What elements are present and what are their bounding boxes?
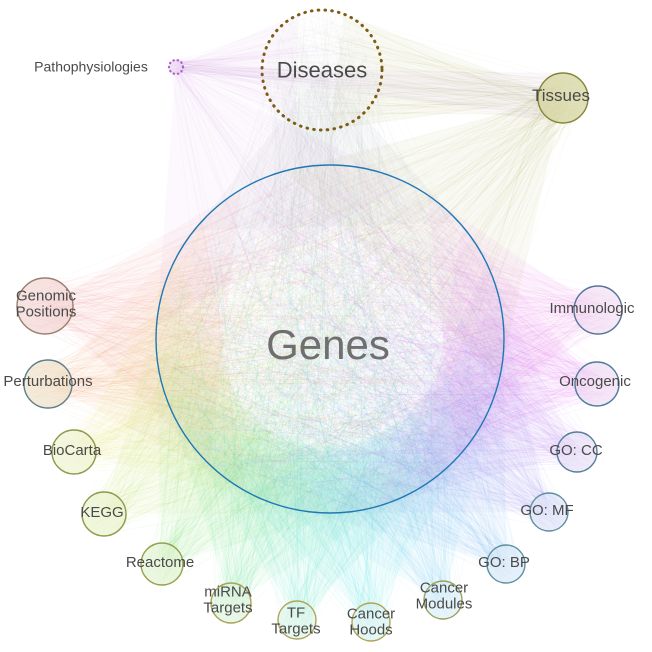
edge-bundle-genes-pathophysiologies xyxy=(156,60,500,462)
node-mirna_targets[interactable] xyxy=(210,582,252,624)
node-tissues[interactable] xyxy=(537,72,589,124)
node-kegg[interactable] xyxy=(81,491,127,537)
edge-bundle-genes-kegg xyxy=(82,169,499,535)
edge-bundle-genes-tf_targets xyxy=(161,174,504,637)
node-go_bp[interactable] xyxy=(486,544,526,584)
edge-bundle-genes-immunologic xyxy=(158,165,623,493)
edge-bundle-genes-oncogenic xyxy=(171,169,619,510)
node-diseases[interactable] xyxy=(260,8,384,132)
node-biocarta[interactable] xyxy=(51,429,97,475)
node-genomic_positions[interactable] xyxy=(16,277,74,335)
node-oncogenic[interactable] xyxy=(574,361,620,407)
node-genes[interactable] xyxy=(155,164,505,514)
edge-bundle-genes-cancer_modules xyxy=(163,171,503,617)
edge-bundles xyxy=(18,11,623,641)
edge-bundle-genes-diseases xyxy=(156,11,501,510)
node-cancer_hoods[interactable] xyxy=(351,602,391,642)
edge-bundle-genes-go_cc xyxy=(163,173,597,507)
node-immunologic[interactable] xyxy=(573,285,623,335)
node-cancer_modules[interactable] xyxy=(423,580,463,620)
edge-bundle-genes-perturbations xyxy=(25,180,494,510)
edge-bundle-genes-tissues xyxy=(168,73,588,507)
node-perturbations[interactable] xyxy=(23,359,73,409)
edge-bundle-genes-go_bp xyxy=(171,178,525,583)
node-go_cc[interactable] xyxy=(556,431,598,473)
edge-bundle-genes-biocarta xyxy=(52,174,477,509)
edge-bundle-genes-reactome xyxy=(142,179,494,585)
nodes xyxy=(16,8,623,642)
edge-bundle-genes-go_mf xyxy=(167,167,566,531)
node-go_mf[interactable] xyxy=(529,492,569,532)
node-pathophysiologies[interactable] xyxy=(167,58,185,76)
edge-bundle-genes-cancer_hoods xyxy=(163,168,490,641)
edge-bundle-genes-mirna_targets xyxy=(160,180,478,622)
node-reactome[interactable] xyxy=(140,542,184,586)
node-tf_targets[interactable] xyxy=(277,600,317,640)
edge-bundle-genes-genomic_positions xyxy=(18,168,475,504)
